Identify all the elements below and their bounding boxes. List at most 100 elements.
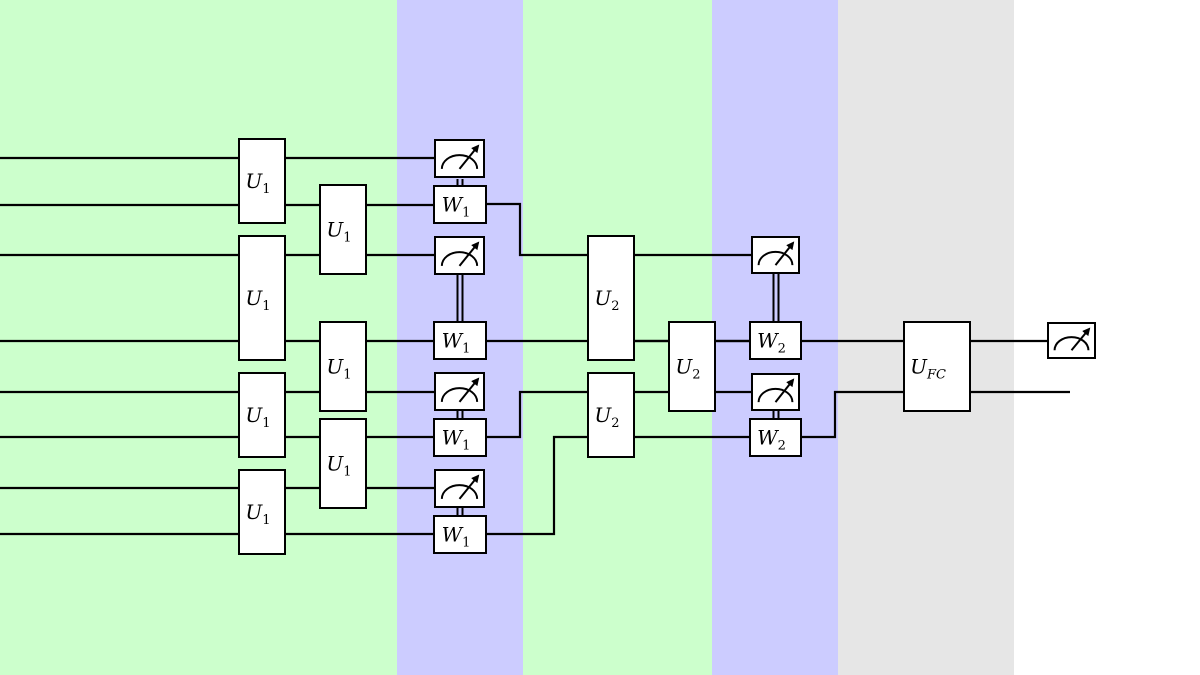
w2-gate-1: W2 <box>749 321 802 360</box>
u1-gate-6-label-base: U <box>326 355 344 379</box>
classical-control-wires <box>456 179 780 516</box>
measurement-meter-output-arc <box>1053 336 1090 351</box>
u2-gate-2: U2 <box>587 372 635 458</box>
w1-gate-4-box <box>433 515 487 554</box>
w1-gate-4-label: W1 <box>442 523 471 551</box>
w2-gate-2-label: W2 <box>757 426 786 454</box>
measurement-meter-1-box <box>434 139 485 178</box>
w1-gate-4-label-subscript: 1 <box>462 536 470 551</box>
u1-gate-1-label-base: U <box>245 169 263 193</box>
w1-gate-3: W1 <box>433 418 487 457</box>
ufc-gate-box <box>903 321 971 412</box>
u1-gate-3-box <box>238 372 286 458</box>
measurement-meter-6-needle <box>774 378 795 403</box>
u1-gate-3-label-base: U <box>245 403 263 427</box>
w1-gate-1: W1 <box>433 185 487 224</box>
w1-gate-3-label-base: W <box>442 426 464 450</box>
qubit-wire-after-w2-lower <box>800 390 904 439</box>
u1-gate-2-box <box>238 235 286 361</box>
u1-gate-4-label-base: U <box>245 500 263 524</box>
measurement-meter-3-needle <box>458 377 480 403</box>
measurement-meter-3-measurement-meter-icon <box>434 372 485 411</box>
u2-gate-2-box <box>587 372 635 458</box>
u2-gate-3: U2 <box>668 321 716 412</box>
u2-gate-1: U2 <box>587 235 635 361</box>
measurement-meter-1-measurement-meter-icon <box>434 139 485 178</box>
u1-gate-1-label-subscript: 1 <box>262 182 270 197</box>
w1-gate-2-box <box>433 321 487 360</box>
measurement-meter-1-arc <box>440 154 479 169</box>
u2-gate-1-label-base: U <box>594 286 612 310</box>
w1-gate-1-box <box>433 185 487 224</box>
u2-gate-3-label: U2 <box>675 355 700 383</box>
u1-gate-6: U1 <box>319 321 367 412</box>
measurement-meter-5-box <box>751 236 800 274</box>
measurement-meter-5-measurement-meter-icon <box>751 236 800 274</box>
w1-gate-4-label-base: W <box>442 523 464 547</box>
w1-gate-1-label-subscript: 1 <box>462 206 470 221</box>
u1-gate-7: U1 <box>319 418 367 509</box>
u1-gate-1: U1 <box>238 138 286 224</box>
layer-backgrounds <box>0 0 1014 675</box>
w2-gate-1-label: W2 <box>757 329 786 357</box>
measurement-meter-5-arc <box>757 250 794 266</box>
u1-gate-3: U1 <box>238 372 286 458</box>
u1-gate-5-label-base: U <box>326 218 344 242</box>
u1-gate-2: U1 <box>238 235 286 361</box>
u2-gate-1-label-subscript: 2 <box>611 299 619 314</box>
w1-gate-3-label: W1 <box>442 426 471 454</box>
measurement-meter-3-box <box>434 372 485 411</box>
w1-gate-3-label-subscript: 1 <box>462 439 470 454</box>
ufc-gate-label: UFC <box>910 355 946 383</box>
u1-gate-7-label-base: U <box>326 452 344 476</box>
u2-gate-1-box <box>587 235 635 361</box>
measurement-meter-6-box <box>751 373 800 411</box>
measurement-meter-2-measurement-meter-icon <box>434 236 485 275</box>
ufc-gate: UFC <box>903 321 971 412</box>
w1-gate-1-label-base: W <box>442 193 464 217</box>
w2-gate-2-label-base: W <box>757 426 779 450</box>
measurement-meter-6-arc <box>757 387 794 403</box>
u1-gate-5-label: U1 <box>326 218 351 246</box>
qubit-wire-2-continuation <box>486 202 752 257</box>
w1-gate-2-label-subscript: 1 <box>462 342 470 357</box>
measurement-meter-2-arc <box>440 251 479 266</box>
w2-gate-2: W2 <box>749 418 802 457</box>
measurement-meter-4-measurement-meter-icon <box>434 469 485 508</box>
w2-gate-1-label-subscript: 2 <box>778 342 786 357</box>
u1-gate-7-box <box>319 418 367 509</box>
u2-gate-2-label-subscript: 2 <box>611 416 619 431</box>
w2-gate-2-box <box>749 418 802 457</box>
qubit-wire-8-continuation <box>486 435 750 536</box>
u1-gate-4-label: U1 <box>245 500 270 528</box>
u1-gate-4-box <box>238 469 286 555</box>
measurement-meter-4-needle <box>458 474 480 500</box>
u1-gate-7-label-subscript: 1 <box>343 465 351 480</box>
measurement-meter-4-box <box>434 469 485 508</box>
u1-gate-1-label: U1 <box>245 169 270 197</box>
w2-gate-1-label-base: W <box>757 329 779 353</box>
u2-gate-3-box <box>668 321 716 412</box>
measurement-meter-1-needle <box>458 144 480 170</box>
measurement-meter-output-box <box>1047 322 1096 359</box>
u1-gate-3-label: U1 <box>245 403 270 431</box>
u1-gate-2-label-base: U <box>245 286 263 310</box>
u1-gate-2-label-subscript: 1 <box>262 299 270 314</box>
measurement-meter-5-needle <box>774 241 795 266</box>
u1-gate-1-box <box>238 138 286 224</box>
u1-gate-5-label-subscript: 1 <box>343 231 351 246</box>
w1-gate-4: W1 <box>433 515 487 554</box>
w1-gate-2-label-base: W <box>442 329 464 353</box>
w2-gate-2-label-subscript: 2 <box>778 439 786 454</box>
u2-gate-3-label-base: U <box>675 355 693 379</box>
u1-gate-6-label: U1 <box>326 355 351 383</box>
measurement-meter-6-measurement-meter-icon <box>751 373 800 411</box>
ufc-gate-label-base: U <box>910 355 928 379</box>
ufc-gate-label-subscript: FC <box>926 368 946 383</box>
qubit-wire-6-continuation <box>486 390 752 439</box>
u1-gate-5-box <box>319 184 367 275</box>
u2-gate-3-label-subscript: 2 <box>692 368 700 383</box>
u1-gate-6-box <box>319 321 367 412</box>
